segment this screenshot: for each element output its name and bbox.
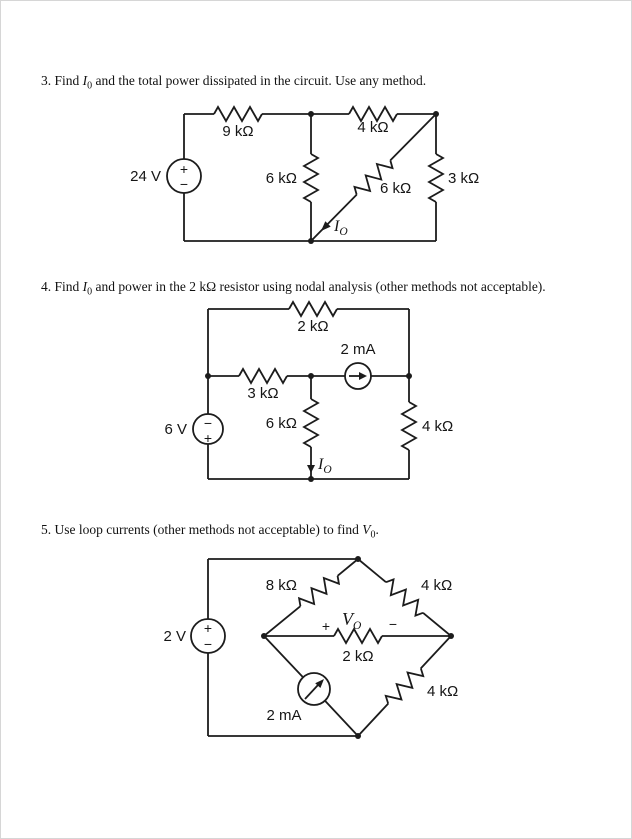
circuit-5-wires bbox=[207, 558, 452, 737]
io-current-arrowhead bbox=[321, 221, 331, 231]
label-6k-middle: 6 kΩ bbox=[266, 170, 297, 187]
source-24v-plus-sign: + bbox=[180, 161, 188, 177]
label-6k-diagonal: 6 kΩ bbox=[380, 180, 411, 197]
problem-4-prefix: 4. Find bbox=[41, 279, 83, 294]
vo-plus-sign: + bbox=[322, 618, 330, 634]
source-6v-plus-sign: + bbox=[204, 430, 212, 446]
junction-dot bbox=[308, 476, 314, 482]
circuit-5-diagram: + − 2 V 8 kΩ 4 kΩ 2 kΩ + − VO 4 kΩ 2 mA bbox=[163, 556, 458, 739]
problem-3-text: 3. Find I0 and the total power dissipate… bbox=[41, 73, 616, 92]
resistor-6k-middle bbox=[302, 398, 320, 448]
junction-dot bbox=[308, 238, 314, 244]
problem-5-suffix: . bbox=[375, 522, 379, 537]
resistor-6k-middle bbox=[302, 153, 320, 203]
problem-3-subscript: 0 bbox=[87, 80, 93, 92]
label-9k: 9 kΩ bbox=[222, 123, 253, 140]
source-24v-minus-sign: − bbox=[180, 176, 188, 192]
source-2v-minus-sign: − bbox=[204, 636, 212, 652]
vo-minus-sign: − bbox=[389, 616, 397, 632]
voltage-source-2v bbox=[190, 618, 226, 654]
label-2k: 2 kΩ bbox=[342, 648, 373, 665]
voltage-source-24v bbox=[166, 158, 202, 194]
problem-4-suffix: and power in the 2 kΩ resistor using nod… bbox=[92, 279, 546, 294]
resistor-9k bbox=[213, 105, 263, 123]
current-source-arrowhead bbox=[315, 679, 324, 688]
label-4k-top: 4 kΩ bbox=[357, 119, 388, 136]
circuit-4-wires bbox=[207, 308, 410, 480]
diagonal-branch-wire bbox=[310, 113, 437, 242]
problem-4-text: 4. Find I0 and power in the 2 kΩ resisto… bbox=[41, 279, 616, 298]
problem-5-text: 5. Use loop currents (other methods not … bbox=[41, 522, 616, 541]
junction-dot bbox=[205, 373, 211, 379]
resistor-6k-diagonal bbox=[353, 160, 394, 195]
problem-3-variable: I bbox=[82, 73, 88, 88]
resistor-2k-middle bbox=[333, 627, 383, 645]
resistor-2k-top bbox=[288, 300, 338, 318]
problem-4-subscript: 0 bbox=[87, 286, 93, 298]
junction-dot bbox=[261, 633, 267, 639]
label-2ma: 2 mA bbox=[266, 707, 301, 724]
label-4k-botright: 4 kΩ bbox=[427, 683, 458, 700]
junction-dot bbox=[308, 111, 314, 117]
label-2k: 2 kΩ bbox=[297, 318, 328, 335]
junction-dot bbox=[433, 111, 439, 117]
label-3k: 3 kΩ bbox=[448, 170, 479, 187]
junction-dot bbox=[355, 556, 361, 562]
junction-dot bbox=[406, 373, 412, 379]
problem-3-prefix: 3. Find bbox=[41, 73, 83, 88]
source-6v-minus-sign: − bbox=[204, 415, 212, 431]
io-current-arrowhead bbox=[307, 465, 315, 473]
problem-5-prefix: 5. Use loop currents (other methods not … bbox=[41, 522, 363, 537]
circuit-4-diagram: − + 2 kΩ 3 kΩ 2 mA 6 V 6 kΩ 4 kΩ IO bbox=[164, 300, 453, 482]
problem-5-variable: V bbox=[362, 522, 371, 537]
label-6v: 6 V bbox=[164, 421, 187, 438]
junction-dot bbox=[448, 633, 454, 639]
resistor-8k bbox=[297, 575, 341, 607]
resistor-4k-topright bbox=[385, 577, 424, 618]
problem-5-subscript: 0 bbox=[370, 529, 376, 541]
resistor-4k-top bbox=[348, 105, 398, 123]
circuit-3-diagram: + − 9 kΩ 4 kΩ 24 V 6 kΩ 6 kΩ 3 kΩ IO bbox=[130, 105, 479, 244]
label-3k: 3 kΩ bbox=[247, 385, 278, 402]
voltage-source-6v bbox=[192, 413, 224, 445]
current-source-arrow-shaft bbox=[304, 684, 319, 700]
current-source-arrowhead bbox=[359, 372, 367, 380]
source-2v-plus-sign: + bbox=[204, 620, 212, 636]
resistor-4k-right bbox=[400, 401, 418, 451]
label-2v: 2 V bbox=[163, 628, 186, 645]
junction-dot bbox=[355, 733, 361, 739]
label-vo: VO bbox=[342, 609, 362, 632]
resistor-3k-series bbox=[238, 367, 288, 385]
label-2ma: 2 mA bbox=[340, 341, 375, 358]
label-io: IO bbox=[333, 218, 348, 238]
label-4k: 4 kΩ bbox=[422, 418, 453, 435]
problem-4-variable: I bbox=[82, 279, 88, 294]
label-io: IO bbox=[317, 456, 332, 476]
resistor-4k-botright bbox=[384, 668, 425, 704]
label-24v: 24 V bbox=[130, 168, 161, 185]
problem-3-suffix: and the total power dissipated in the ci… bbox=[92, 73, 427, 88]
label-8k: 8 kΩ bbox=[266, 577, 297, 594]
resistor-3k-right bbox=[427, 153, 445, 203]
label-4k-topright: 4 kΩ bbox=[421, 577, 452, 594]
junction-dot bbox=[308, 373, 314, 379]
label-6k: 6 kΩ bbox=[266, 415, 297, 432]
